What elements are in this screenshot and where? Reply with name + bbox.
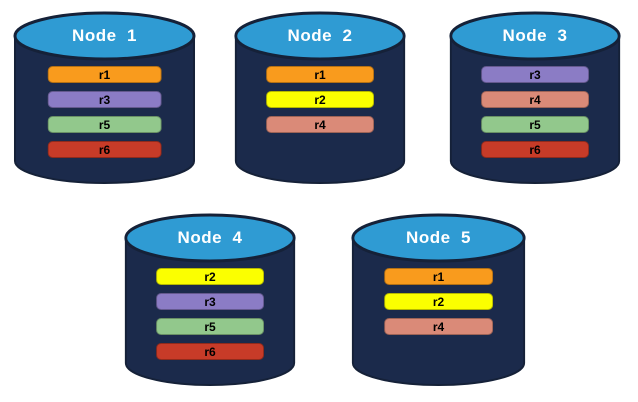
replica-list: r2 r3 r5 r6	[156, 268, 264, 360]
replica-bar-r4: r4	[383, 318, 494, 335]
replica-bar-r3: r3	[481, 66, 589, 83]
replica-bar-r3: r3	[156, 293, 264, 310]
node-title: Node 2	[287, 26, 353, 45]
node-title: Node 5	[406, 228, 471, 247]
replica-bar-r4: r4	[266, 116, 374, 133]
node-3: Node 3 r3 r4 r5 r6	[448, 10, 622, 185]
replica-bar-r1: r1	[47, 66, 162, 83]
replica-bar-r4: r4	[481, 91, 589, 108]
replica-bar-r1: r1	[266, 66, 374, 83]
replica-list: r1 r3 r5 r6	[47, 66, 162, 158]
replica-list: r1 r2 r4	[383, 268, 494, 335]
node-title: Node 4	[177, 228, 243, 247]
replica-bar-r1: r1	[383, 268, 494, 285]
replica-bar-r2: r2	[156, 268, 264, 285]
node-title: Node 1	[72, 26, 137, 45]
node-2: Node 2 r1 r2 r4	[233, 10, 407, 185]
replica-bar-r3: r3	[47, 91, 162, 108]
replica-list: r3 r4 r5 r6	[481, 66, 589, 158]
node-5: Node 5 r1 r2 r4	[350, 212, 527, 387]
replica-bar-r5: r5	[481, 116, 589, 133]
replica-bar-r2: r2	[383, 293, 494, 310]
replica-bar-r6: r6	[481, 141, 589, 158]
node-1: Node 1 r1 r3 r5 r6	[12, 10, 197, 185]
replica-bar-r2: r2	[266, 91, 374, 108]
replica-bar-r6: r6	[47, 141, 162, 158]
replica-list: r1 r2 r4	[266, 66, 374, 133]
replica-bar-r5: r5	[47, 116, 162, 133]
node-4: Node 4 r2 r3 r5 r6	[123, 212, 297, 387]
replica-bar-r5: r5	[156, 318, 264, 335]
replica-bar-r6: r6	[156, 343, 264, 360]
node-title: Node 3	[502, 26, 568, 45]
